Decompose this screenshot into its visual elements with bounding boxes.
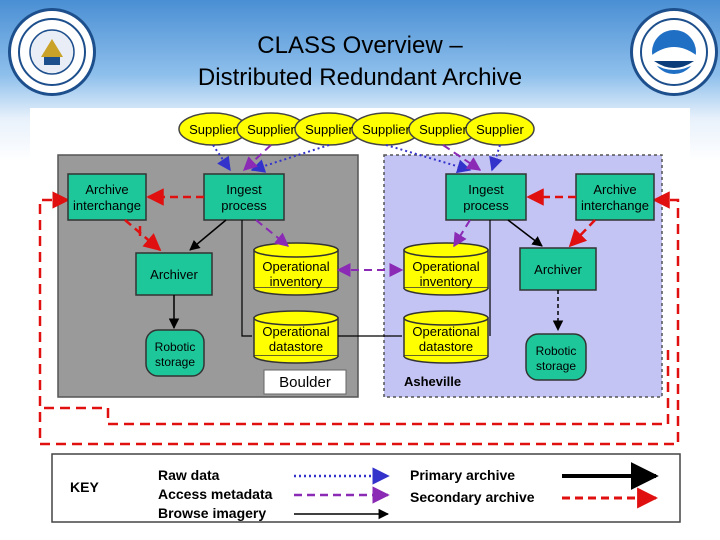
supplier-label-4: Supplier [362,122,410,137]
asheville-label: Asheville [404,374,461,389]
asheville-ingest-process-line2: process [463,198,509,213]
boulder-ingest-process-line1: Ingest [226,182,262,197]
boulder-operational-datastore-db [253,310,339,364]
asheville-robotic-storage [525,333,587,381]
boulder-robotic-storage-line1: Robotic [155,340,196,354]
title-line-1: CLASS Overview – [257,32,463,59]
asheville-archive-interchange-line2: interchange [581,198,649,213]
key-browse-imagery-label: Browse imagery [158,505,266,521]
supplier-row: Supplier Supplier Supplier Supplier Supp… [178,112,535,146]
boulder-operational-inventory-db [253,242,339,296]
supplier-label-3: Supplier [305,122,353,137]
asheville-robotic-storage-line1: Robotic [536,344,577,358]
boulder-robotic-storage-line2: storage [155,355,195,369]
raw-data-arrows [212,144,503,174]
commerce-seal-logo [8,8,96,96]
asheville-operational-datastore-line1: Operational [412,324,479,339]
slide-title: CLASS Overview – Distributed Redundant A… [100,30,620,94]
boulder-ingest-process-box [203,173,285,221]
asheville-ingest-process-box [445,173,527,221]
asheville-archiver-box [519,247,597,291]
boulder-label-box [263,369,347,395]
boulder-archive-interchange-line1: Archive [85,182,128,197]
key-title: KEY [70,479,99,495]
boulder-label: Boulder [279,374,331,391]
key-box [51,453,681,523]
cross-site-arrows [336,263,404,337]
access-metadata-arrows [242,144,482,171]
asheville-operational-inventory-db [403,242,489,296]
boulder-archiver-label: Archiver [150,267,198,282]
asheville-operational-inventory-line2: inventory [420,274,473,289]
asheville-operational-inventory-line1: Operational [412,259,479,274]
supplier-label-2: Supplier [247,122,295,137]
title-line-2: Distributed Redundant Archive [197,64,523,91]
asheville-flow-arrows [453,188,596,336]
boulder-flow-arrows [124,188,290,337]
archive-diagram: Supplier Supplier Supplier Supplier Supp… [30,108,690,526]
boulder-operational-datastore-line1: Operational [262,324,329,339]
boulder-operational-inventory-line1: Operational [262,259,329,274]
asheville-operational-datastore-line2: datastore [419,339,473,354]
boulder-operational-inventory-line2: inventory [270,274,323,289]
boulder-operational-datastore-line2: datastore [269,339,323,354]
boulder-robotic-storage [145,329,205,377]
key-access-metadata-label: Access metadata [158,486,273,502]
asheville-archive-interchange-box [575,173,655,221]
supplier-label-1: Supplier [189,122,237,137]
asheville-archiver-label: Archiver [534,262,582,277]
supplier-label-5: Supplier [419,122,467,137]
supplier-label-6: Supplier [476,122,524,137]
key-secondary-archive-label: Secondary archive [410,489,535,505]
outer-secondary-loop [38,191,680,446]
asheville-operational-datastore-db [403,310,489,364]
boulder-archive-interchange-line2: interchange [73,198,141,213]
asheville-robotic-storage-line2: storage [536,359,576,373]
asheville-archive-interchange-line1: Archive [593,182,636,197]
key-primary-archive-label: Primary archive [410,467,515,483]
boulder-archive-interchange-box [67,173,147,221]
boulder-ingest-process-line2: process [221,198,267,213]
key-raw-data-label: Raw data [158,467,220,483]
asheville-ingest-process-line1: Ingest [468,182,504,197]
noaa-logo [630,8,718,96]
